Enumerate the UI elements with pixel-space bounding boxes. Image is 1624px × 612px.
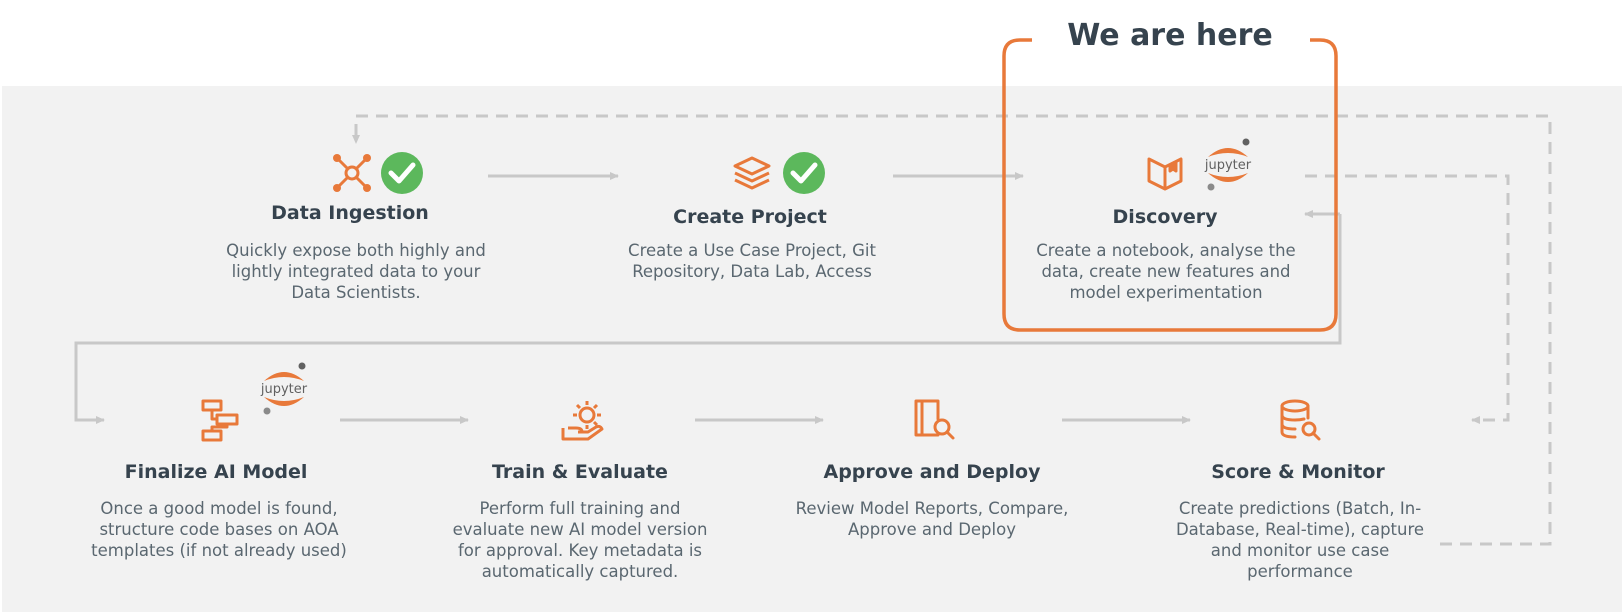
jupyter-logo-text: jupyter (1204, 158, 1252, 173)
step-title-score-monitor: Score & Monitor (1211, 461, 1385, 483)
gear-hand-icon (561, 401, 604, 441)
network-hub-icon (333, 154, 371, 192)
flowchart-blocks-icon (201, 399, 239, 442)
check-circle-icon (783, 152, 825, 194)
we-are-here-label: We are here (1067, 18, 1273, 53)
step-title-train-evaluate: Train & Evaluate (492, 461, 668, 483)
check-circle-icon (381, 152, 423, 194)
step-desc-finalize-ai-model: Once a good model is found, structure co… (91, 499, 347, 560)
jupyter-logo-text: jupyter (260, 382, 308, 397)
step-desc-train-evaluate: Perform full training and evaluate new A… (452, 499, 708, 581)
we-are-here-box (1002, 38, 1338, 332)
dashed-discovery-to-score (1305, 174, 1510, 424)
document-search-icon (914, 399, 955, 440)
step-desc-approve-deploy: Review Model Reports, Compare, Approve a… (795, 499, 1069, 539)
open-book-icon (1147, 157, 1183, 191)
dashed-score-to-ingestion (352, 114, 1552, 546)
jupyter-logo-icon: jupyter (260, 362, 308, 415)
step-desc-create-project: Create a Use Case Project, Git Repositor… (628, 241, 876, 281)
layers-icon (733, 156, 771, 190)
step-desc-discovery: Create a notebook, analyse the data, cre… (1036, 241, 1296, 302)
step-desc-data-ingestion: Quickly expose both highly and lightly i… (226, 241, 486, 302)
step-title-finalize-ai-model: Finalize AI Model (124, 461, 308, 483)
jupyter-logo-icon: jupyter (1204, 138, 1252, 191)
step-title-data-ingestion: Data Ingestion (271, 202, 429, 224)
step-title-discovery: Discovery (1112, 206, 1218, 228)
step-desc-score-monitor: Create predictions (Batch, In-Database, … (1175, 499, 1425, 581)
step-title-approve-deploy: Approve and Deploy (823, 461, 1041, 483)
arrow-discovery-to-finalize (74, 214, 1342, 424)
step-title-create-project: Create Project (673, 206, 827, 228)
database-search-icon (1280, 399, 1321, 441)
